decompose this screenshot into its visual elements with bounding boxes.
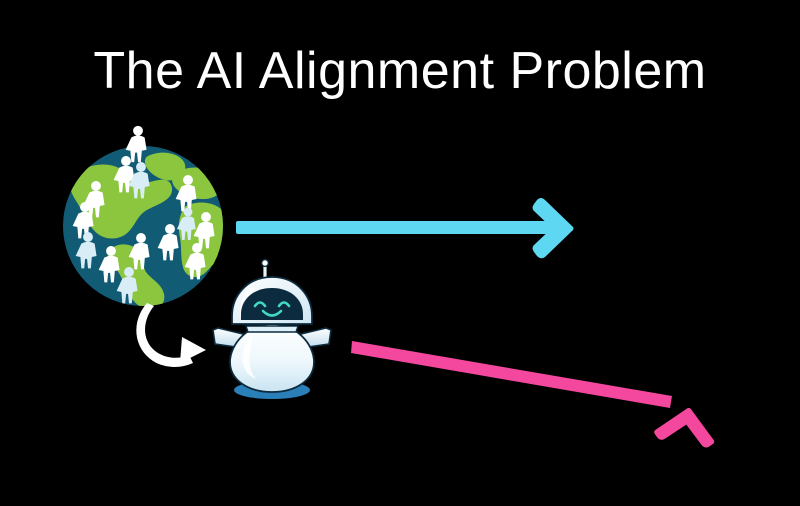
person-figure bbox=[184, 243, 206, 280]
robot-collar bbox=[245, 325, 299, 333]
person-figure bbox=[128, 233, 150, 270]
person-figure bbox=[128, 162, 150, 199]
white-curved-arrow-shape bbox=[136, 303, 206, 367]
person-figure bbox=[98, 246, 120, 283]
robot-face bbox=[253, 301, 291, 317]
globe-people bbox=[72, 125, 215, 304]
person-figure bbox=[176, 207, 196, 241]
cyan-arrow-shape bbox=[236, 198, 574, 259]
person-figure bbox=[125, 125, 147, 163]
robot-eye-left bbox=[253, 301, 267, 308]
person-figure bbox=[83, 181, 105, 218]
person-figure bbox=[193, 212, 215, 249]
person-figure bbox=[72, 202, 94, 239]
person-figure bbox=[75, 232, 97, 269]
robot-visor bbox=[241, 288, 303, 320]
pink-arrow-shape bbox=[351, 341, 715, 448]
robot-eye-right bbox=[277, 301, 291, 308]
robot-body-highlight bbox=[242, 336, 256, 379]
person-figure bbox=[175, 175, 197, 212]
person-figure bbox=[157, 224, 179, 261]
page-title: The AI Alignment Problem bbox=[93, 42, 707, 100]
person-figure bbox=[116, 267, 138, 304]
robot-smile bbox=[261, 309, 283, 317]
